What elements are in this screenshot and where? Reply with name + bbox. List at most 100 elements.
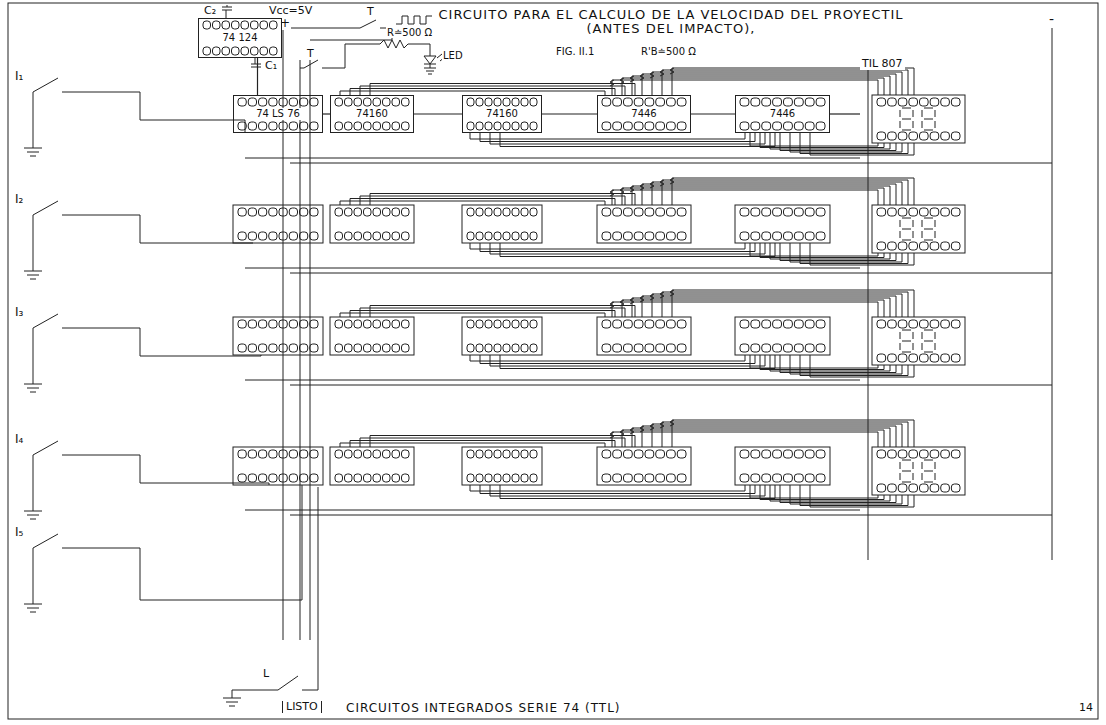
segment-line: [790, 355, 902, 374]
chip-pin: [877, 98, 886, 106]
data-bus: [350, 441, 615, 448]
chip-pin: [909, 132, 918, 140]
chip-pin: [259, 98, 267, 106]
chip-pin: [677, 344, 686, 352]
chip-pin: [364, 320, 372, 328]
chip-pin: [364, 98, 372, 106]
input-name: I₃: [14, 306, 24, 319]
connector: [257, 58, 258, 95]
segment-line: [622, 78, 884, 95]
chip-pin: [656, 232, 665, 240]
segment-line: [800, 243, 908, 264]
rail: [310, 60, 311, 640]
chip-pin: [762, 474, 771, 482]
chip-pin: [503, 98, 510, 106]
ic-chip: [330, 447, 414, 485]
chip-pin: [503, 232, 510, 240]
chip-pin: [773, 450, 782, 458]
data-bus: [360, 86, 625, 95]
chip-pin: [751, 474, 760, 482]
chip-pin: [613, 232, 622, 240]
chip-pin: [485, 344, 492, 352]
segment-line: [662, 70, 908, 95]
data-bus: [370, 306, 635, 318]
segment-line: [632, 76, 890, 95]
segment-line: [652, 294, 902, 317]
display-body: [872, 205, 965, 253]
diagram-caption: CIRCUITOS INTEGRADOS SERIE 74 (TTL): [345, 702, 622, 715]
segment-line: [652, 72, 902, 95]
chip-pin: [634, 122, 643, 130]
chip-pin: [805, 122, 814, 130]
resistor-symbol: [650, 294, 654, 300]
chip-pin: [300, 208, 308, 216]
chip-pin: [364, 344, 372, 352]
chip-pin: [920, 450, 929, 458]
input-name: I₅: [14, 526, 24, 539]
chip-pin: [373, 320, 381, 328]
chip-pin: [888, 132, 897, 140]
chip-pin: [373, 122, 381, 130]
data-bus: [480, 243, 755, 252]
chip-pin: [503, 122, 510, 130]
ic-chip: 7446: [735, 95, 830, 133]
chip-pin: [476, 208, 483, 216]
chip-pin: [494, 344, 501, 352]
chip-pin: [310, 98, 318, 106]
chip-pin: [248, 208, 256, 216]
ground-rail: [1052, 28, 1053, 560]
chip-pin: [930, 98, 939, 106]
chip-pin: [740, 208, 749, 216]
chip-pin: [364, 450, 372, 458]
chip-pin: [751, 98, 760, 106]
chip-pin: [805, 344, 814, 352]
data-bus: [480, 485, 755, 494]
chip-pin: [920, 354, 929, 362]
chip-pin: [784, 98, 793, 106]
chip-pin: [392, 320, 400, 328]
chip-pin: [877, 320, 886, 328]
chip-pin: [300, 344, 308, 352]
ground-symbol: [24, 376, 42, 392]
chip-pin: [238, 208, 246, 216]
input-wire: [62, 328, 261, 356]
data-bus: [480, 133, 755, 142]
chip-pin: [238, 232, 246, 240]
rail: [300, 60, 301, 640]
chip-label: 74160: [484, 108, 520, 120]
ic-chip: [597, 447, 691, 485]
switch-symbol: [33, 441, 58, 503]
segment-line: [760, 355, 884, 370]
chip-pin: [877, 354, 886, 362]
chip-pin: [503, 474, 510, 482]
chip-pin: [677, 122, 686, 130]
chip-pin: [467, 98, 474, 106]
chip-pin: [634, 98, 643, 106]
chip-pin: [467, 232, 474, 240]
chip-pin: [485, 208, 492, 216]
chip-pin: [740, 450, 749, 458]
chip-pin: [773, 98, 782, 106]
segment-line: [642, 426, 896, 447]
chip-pin: [920, 132, 929, 140]
page-frame: [8, 3, 1098, 719]
segment-line: [622, 300, 884, 317]
chip-pin: [259, 320, 267, 328]
chip-pin: [773, 320, 782, 328]
chip-pin: [345, 122, 353, 130]
chip-pin: [345, 320, 353, 328]
chip-pin: [248, 320, 256, 328]
segment-line: [642, 184, 896, 205]
chip-pin: [402, 450, 410, 458]
segment-line: [790, 133, 902, 152]
chip-pin: [762, 450, 771, 458]
chip-pin: [521, 450, 528, 458]
segment-line: [652, 424, 902, 447]
chip-label: 74 LS 76: [254, 108, 302, 120]
chip-pin: [512, 344, 519, 352]
segment-line: [750, 133, 878, 146]
ic-chip: [735, 205, 830, 243]
chip-pin: [373, 450, 381, 458]
switch-label: T: [366, 6, 375, 18]
